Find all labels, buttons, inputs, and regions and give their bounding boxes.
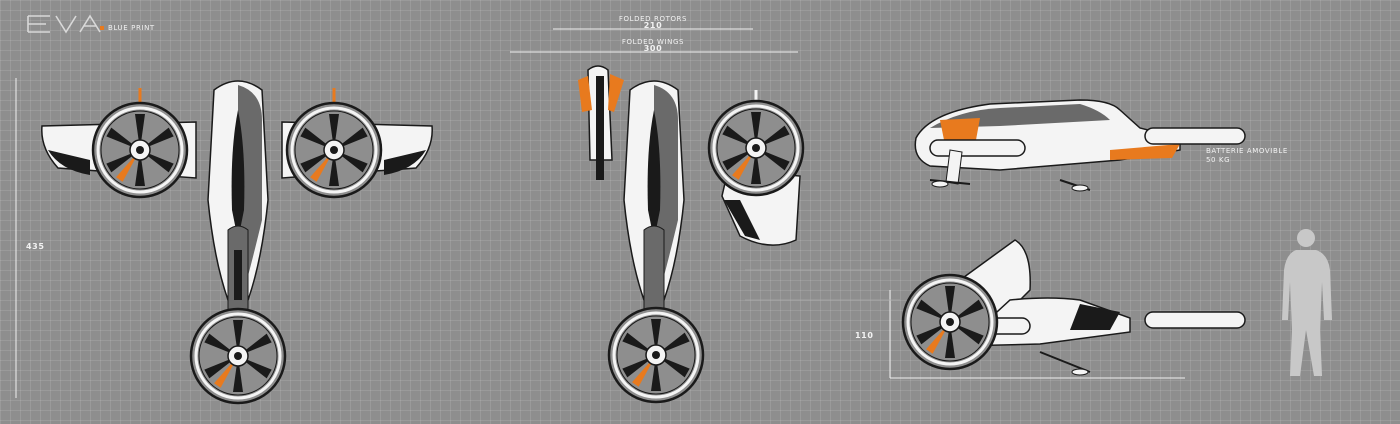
battery-annotation-line1: BATTERIE AMOVIBLE [1206,147,1288,155]
side-height-dimension-value: 110 [855,331,874,340]
folded-rotors-value: 210 [643,21,663,30]
side-view-folded [901,239,1246,376]
battery-annotation-line2: 50 KG [1206,156,1231,164]
folded-rotors-label: FOLDED ROTORS [618,15,688,23]
blueprint-subtitle: BLUE PRINT [108,24,155,32]
side-view-unfolded [914,99,1246,192]
folded-wings-value: 300 [643,44,663,53]
eva-logo [27,14,104,34]
height-dimension-value: 435 [26,242,45,251]
top-view-unfolded [41,80,433,405]
folded-wings-label: FOLDED WINGS [621,38,685,46]
human-scale-figure [1282,229,1332,376]
top-view-folded [578,65,805,404]
